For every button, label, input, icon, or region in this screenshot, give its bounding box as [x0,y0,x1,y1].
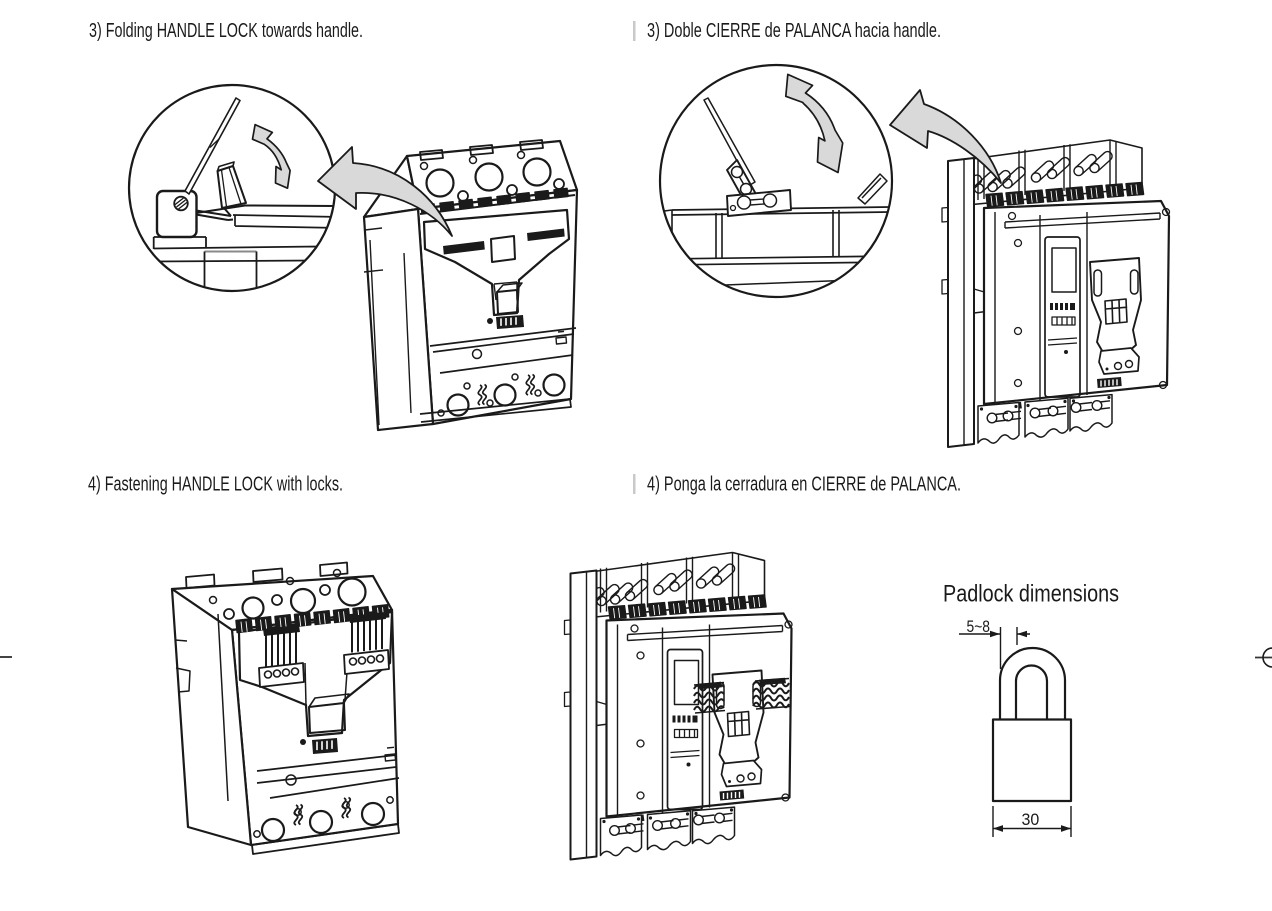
svg-text:4) Fastening HANDLE LOCK with: 4) Fastening HANDLE LOCK with locks. [88,474,343,496]
svg-text:4) Ponga la cerradura en CIERR: 4) Ponga la cerradura en CIERRE de PALAN… [647,474,961,496]
svg-text:Padlock dimensions: Padlock dimensions [943,581,1119,608]
svg-text:5~8: 5~8 [967,617,991,636]
svg-text:3) Folding HANDLE LOCK towards: 3) Folding HANDLE LOCK towards handle. [89,20,363,42]
svg-text:30: 30 [1022,810,1040,829]
svg-text:3) Doble CIERRE de PALANCA hac: 3) Doble CIERRE de PALANCA hacia handle. [647,20,941,42]
